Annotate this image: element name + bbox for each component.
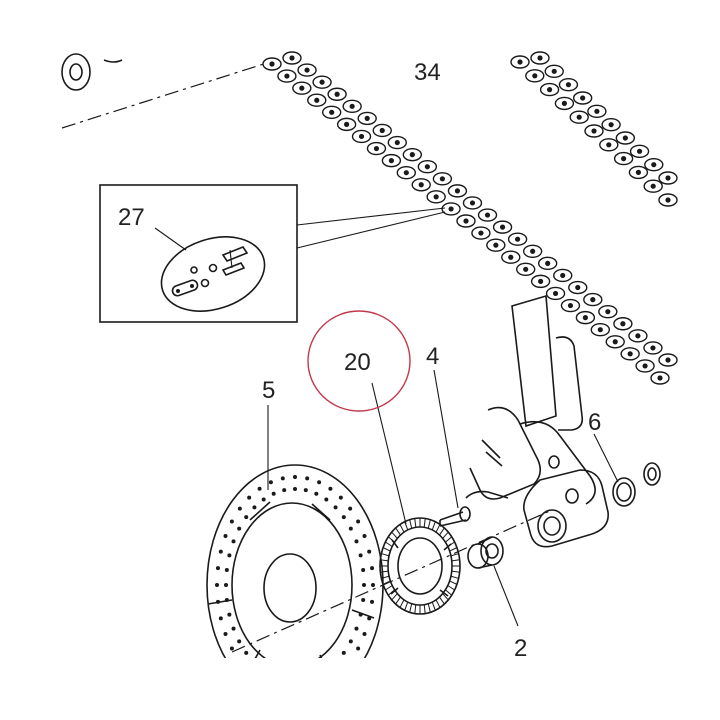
master-link-kit [160, 236, 266, 312]
axis-lines [61, 61, 553, 653]
abs-tone-wheel [379, 517, 461, 615]
partial-part-top-left [61, 53, 123, 91]
seal-ring [612, 462, 661, 507]
callout-27[interactable]: 27 [118, 204, 145, 231]
callout-20[interactable]: 20 [344, 349, 371, 376]
detail-inset-box [99, 184, 446, 323]
spacer-bushing [467, 536, 504, 569]
brake-disc [200, 464, 400, 720]
leader-lines [154, 227, 619, 627]
swingarm-hub-assembly [465, 294, 609, 548]
drive-chain [262, 51, 678, 385]
callout-6[interactable]: 6 [588, 409, 601, 436]
bolt [439, 506, 471, 527]
callout-34[interactable]: 34 [414, 59, 441, 86]
callout-2[interactable]: 2 [514, 635, 527, 662]
callout-highlight-circle [307, 310, 411, 412]
callout-4[interactable]: 4 [426, 343, 439, 370]
callout-labels: 34 27 20 4 5 6 2 [118, 59, 601, 662]
callout-5[interactable]: 5 [262, 377, 275, 404]
